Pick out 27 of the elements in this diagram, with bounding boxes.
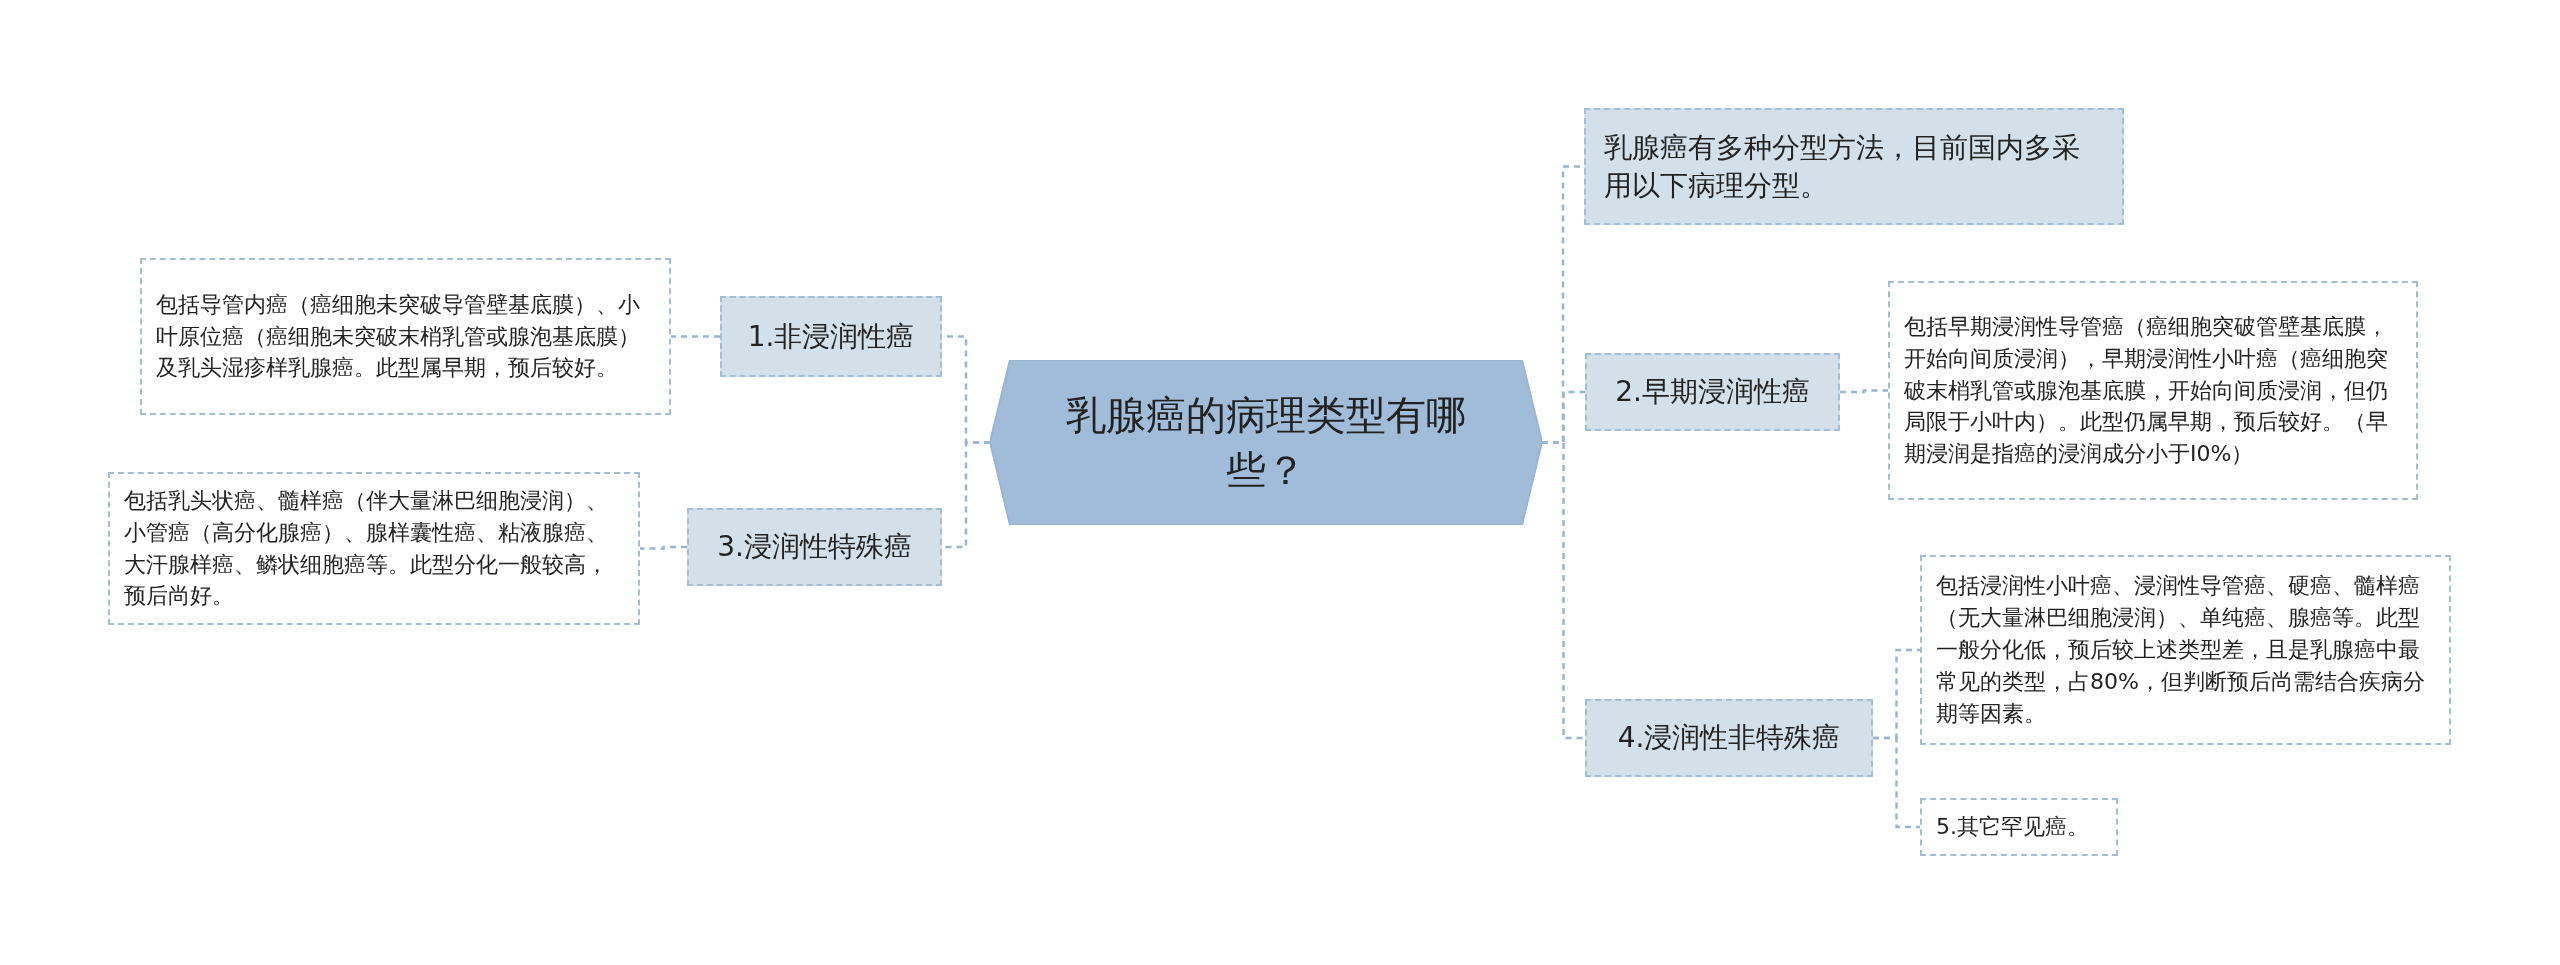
description-box (1888, 281, 2418, 500)
connector-line (640, 545, 687, 550)
node-text: 3.浸润性特殊癌 (717, 529, 912, 565)
description-box (108, 472, 640, 625)
branch-box (720, 296, 942, 377)
node-text: 包括乳头状癌、髓样癌（伴大量淋巴细胞浸润）、小管癌（高分化腺癌）、腺样囊性癌、粘液腺癌、大汗腺样癌、鳞状细胞癌等。此型分化一般较高，预后尚好。 (124, 486, 609, 611)
description-box (1920, 798, 2118, 856)
node-text: 包括导管内癌（癌细胞未突破导管壁基底膜）、小叶原位癌（癌细胞未突破末梢乳管或腺泡基底膜）及乳头湿疹样乳腺癌。此型属早期，预后较好。 (156, 290, 641, 383)
connector-line (671, 335, 720, 338)
connector-line (1542, 441, 1585, 740)
node-text: 乳腺癌有多种分型方法，目前国内多采用以下病理分型。 (1604, 129, 2081, 204)
node-text: 乳腺癌的病理类型有哪些？ (1065, 390, 1467, 495)
description-box (140, 258, 671, 415)
topic-hexagon (990, 360, 1542, 525)
node-text: 5.其它罕见癌。 (1936, 813, 2089, 842)
connector-line (1873, 736, 1920, 829)
branch-box (1585, 353, 1840, 431)
node-text: 4.浸润性非特殊癌 (1617, 720, 1841, 756)
branch-box (687, 508, 942, 586)
node-text: 包括浸润性小叶癌、浸润性导管癌、硬癌、髓样癌（无大量淋巴细胞浸润）、单纯癌、腺癌等。此型一般分化低，预后较上述类型差，且是乳腺癌中最常见的类型，占80%，但判断预后尚需结合疾病分期等因素。 (1936, 572, 2426, 728)
node-text: 2.早期浸润性癌 (1615, 374, 1810, 410)
node-text: 包括早期浸润性导管癌（癌细胞突破管壁基底膜，开始向间质浸润），早期浸润性小叶癌（癌细胞突破末梢乳管或腺泡基底膜，开始向间质浸润，但仍局限于小叶内）。此型仍属早期，预后较好。（早期浸润是指癌的浸润成分小于I0%） (1904, 312, 2389, 469)
connector-line (1840, 389, 1888, 394)
note-box (1584, 108, 2124, 225)
description-box (1920, 555, 2451, 745)
branch-box (1585, 699, 1873, 777)
node-text: 1.非浸润性癌 (747, 318, 915, 355)
